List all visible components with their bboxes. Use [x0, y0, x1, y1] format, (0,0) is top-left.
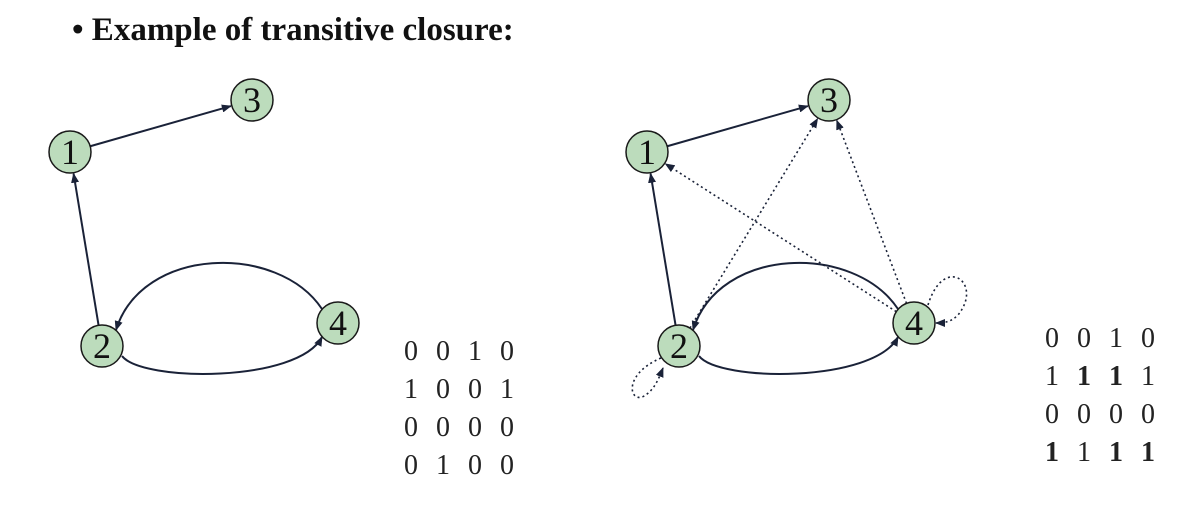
- original-matrix-cell-1-3: 1: [468, 336, 482, 367]
- left-node-4-circle: [316, 301, 360, 345]
- right-node-4: 4: [892, 301, 936, 345]
- right-node-4-label: 4: [905, 303, 923, 343]
- closure-matrix-cell-3-2: 0: [1077, 399, 1091, 430]
- right-edge-1-to-3: [666, 104, 809, 148]
- left-node-2: 2: [80, 324, 124, 368]
- closure-matrix-cell-4-3: 1: [1109, 437, 1123, 468]
- right-node-3: 3: [807, 78, 851, 122]
- right-edge-2-to-1: [648, 172, 677, 326]
- closure-matrix-cell-1-2: 0: [1077, 323, 1091, 354]
- left-edge-2-to-4: [121, 336, 323, 375]
- right-node-2-circle: [657, 324, 701, 368]
- left-node-4-label: 4: [329, 303, 347, 343]
- original-matrix-cell-4-4: 0: [500, 450, 514, 481]
- left-node-3-circle: [230, 78, 274, 122]
- closure-matrix-cell-1-1: 0: [1045, 323, 1059, 354]
- left-node-4: 4: [316, 301, 360, 345]
- right-edge-2-to-3-derived: [689, 117, 819, 329]
- original-matrix-cell-4-2: 1: [436, 450, 450, 481]
- original-graph: 1 2 3 4: [48, 78, 360, 375]
- right-edge-4-to-1-derived: [664, 163, 897, 313]
- original-matrix-cell-4-1: 0: [404, 450, 418, 481]
- right-node-1-label: 1: [638, 132, 656, 172]
- right-node-4-circle: [892, 301, 936, 345]
- original-matrix-cell-2-1: 1: [404, 374, 418, 405]
- original-matrix-cell-1-2: 0: [436, 336, 450, 367]
- right-node-1-circle: [625, 130, 669, 174]
- left-node-2-label: 2: [93, 326, 111, 366]
- left-node-3: 3: [230, 78, 274, 122]
- original-matrix-cell-3-2: 0: [436, 412, 450, 443]
- right-edge-4-to-4-derived: [927, 276, 968, 327]
- right-node-1: 1: [625, 130, 669, 174]
- original-matrix-cell-1-4: 0: [500, 336, 514, 367]
- original-matrix-cell-3-4: 0: [500, 412, 514, 443]
- right-edge-2-to-2-derived: [631, 357, 664, 399]
- original-matrix-cell-3-1: 0: [404, 412, 418, 443]
- closure-matrix-cell-2-2: 1: [1077, 361, 1091, 392]
- left-edge-4-to-2: [114, 261, 323, 331]
- original-matrix-cell-2-4: 1: [500, 374, 514, 405]
- closure-matrix-cell-3-4: 0: [1141, 399, 1155, 430]
- left-edge-2-to-1: [71, 172, 100, 326]
- closure-matrix-cell-2-4: 1: [1141, 361, 1155, 392]
- right-node-3-circle: [807, 78, 851, 122]
- closure-matrix-cell-4-2: 1: [1077, 437, 1091, 468]
- slide-title: • Example of transitive closure:: [72, 12, 514, 48]
- closure-matrix-cell-3-1: 0: [1045, 399, 1059, 430]
- original-matrix-cell-2-2: 0: [436, 374, 450, 405]
- original-matrix-cell-2-3: 0: [468, 374, 482, 405]
- original-matrix-cell-1-1: 0: [404, 336, 418, 367]
- closure-matrix-cell-1-3: 1: [1109, 323, 1123, 354]
- closure-matrix-cell-2-1: 1: [1045, 361, 1059, 392]
- closure-matrix-cell-2-3: 1: [1109, 361, 1123, 392]
- right-node-3-label: 3: [820, 80, 838, 120]
- closure-graph: 1 2 3 4: [625, 78, 968, 399]
- closure-matrix-cell-3-3: 0: [1109, 399, 1123, 430]
- right-edge-4-to-3-derived: [836, 119, 908, 304]
- right-node-2-label: 2: [670, 326, 688, 366]
- original-matrix-cell-4-3: 0: [468, 450, 482, 481]
- closure-matrix-cell-1-4: 0: [1141, 323, 1155, 354]
- right-node-2: 2: [657, 324, 701, 368]
- original-matrix-cell-3-3: 0: [468, 412, 482, 443]
- right-edge-2-to-4: [698, 336, 899, 375]
- right-edge-4-to-2: [691, 261, 899, 331]
- closure-matrix-cell-4-4: 1: [1141, 437, 1155, 468]
- closure-matrix-cell-4-1: 1: [1045, 437, 1059, 468]
- left-node-1-label: 1: [61, 132, 79, 172]
- left-node-3-label: 3: [243, 80, 261, 120]
- left-node-2-circle: [80, 324, 124, 368]
- left-node-1-circle: [48, 130, 92, 174]
- left-node-1: 1: [48, 130, 92, 174]
- left-edge-1-to-3: [89, 104, 232, 148]
